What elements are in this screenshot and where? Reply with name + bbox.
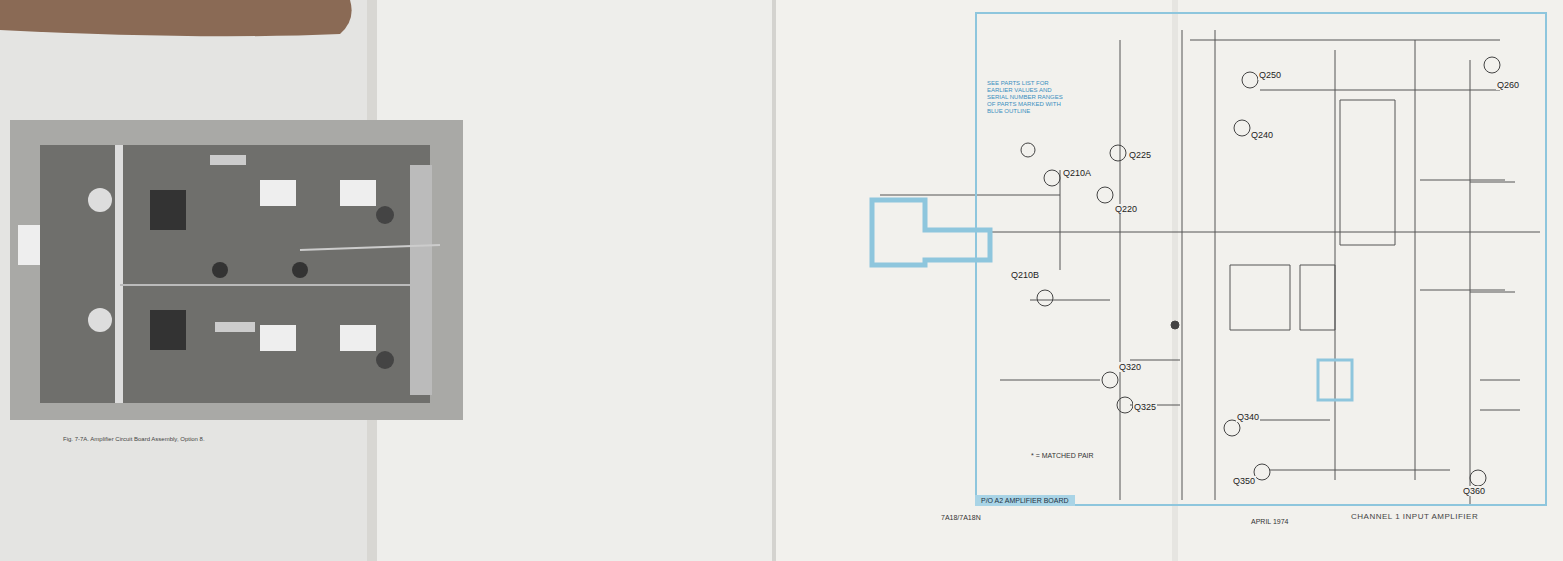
board-label: P/O A2 AMPLIFIER BOARD (975, 495, 1075, 506)
schematic-wiring (880, 30, 1540, 505)
transistor-label: Q340 (1236, 412, 1260, 422)
transistor-label: Q360 (1462, 486, 1486, 496)
transistor-symbol (1021, 57, 1500, 486)
transistor-label: Q320 (1118, 362, 1142, 372)
text-label: APRIL 1974 (1250, 518, 1290, 526)
transistor-label: Q220 (1114, 204, 1138, 214)
page-title: CHANNEL 1 INPUT AMPLIFIER (1350, 512, 1479, 521)
transistor-label: Q250 (1258, 70, 1282, 80)
transistor-label: Q240 (1250, 130, 1274, 140)
board-photo (10, 120, 463, 420)
transistor-label: Q260 (1496, 80, 1520, 90)
transistor-label: Q210A (1062, 168, 1092, 178)
transistor-label: Q210B (1010, 270, 1040, 280)
schematic-note: SEE PARTS LIST FOR EARLIER VALUES AND SE… (986, 80, 1066, 114)
transistor-label: Q225 (1128, 150, 1152, 160)
transistor-label: Q325 (1133, 402, 1157, 412)
blue-outline (872, 200, 1352, 400)
text-label: * = MATCHED PAIR (1030, 452, 1095, 460)
transistor-label: Q350 (1232, 476, 1256, 486)
text-label: 7A18/7A18N (940, 514, 982, 522)
figure-caption: Fig. 7-7A. Amplifier Circuit Board Assem… (62, 436, 206, 443)
